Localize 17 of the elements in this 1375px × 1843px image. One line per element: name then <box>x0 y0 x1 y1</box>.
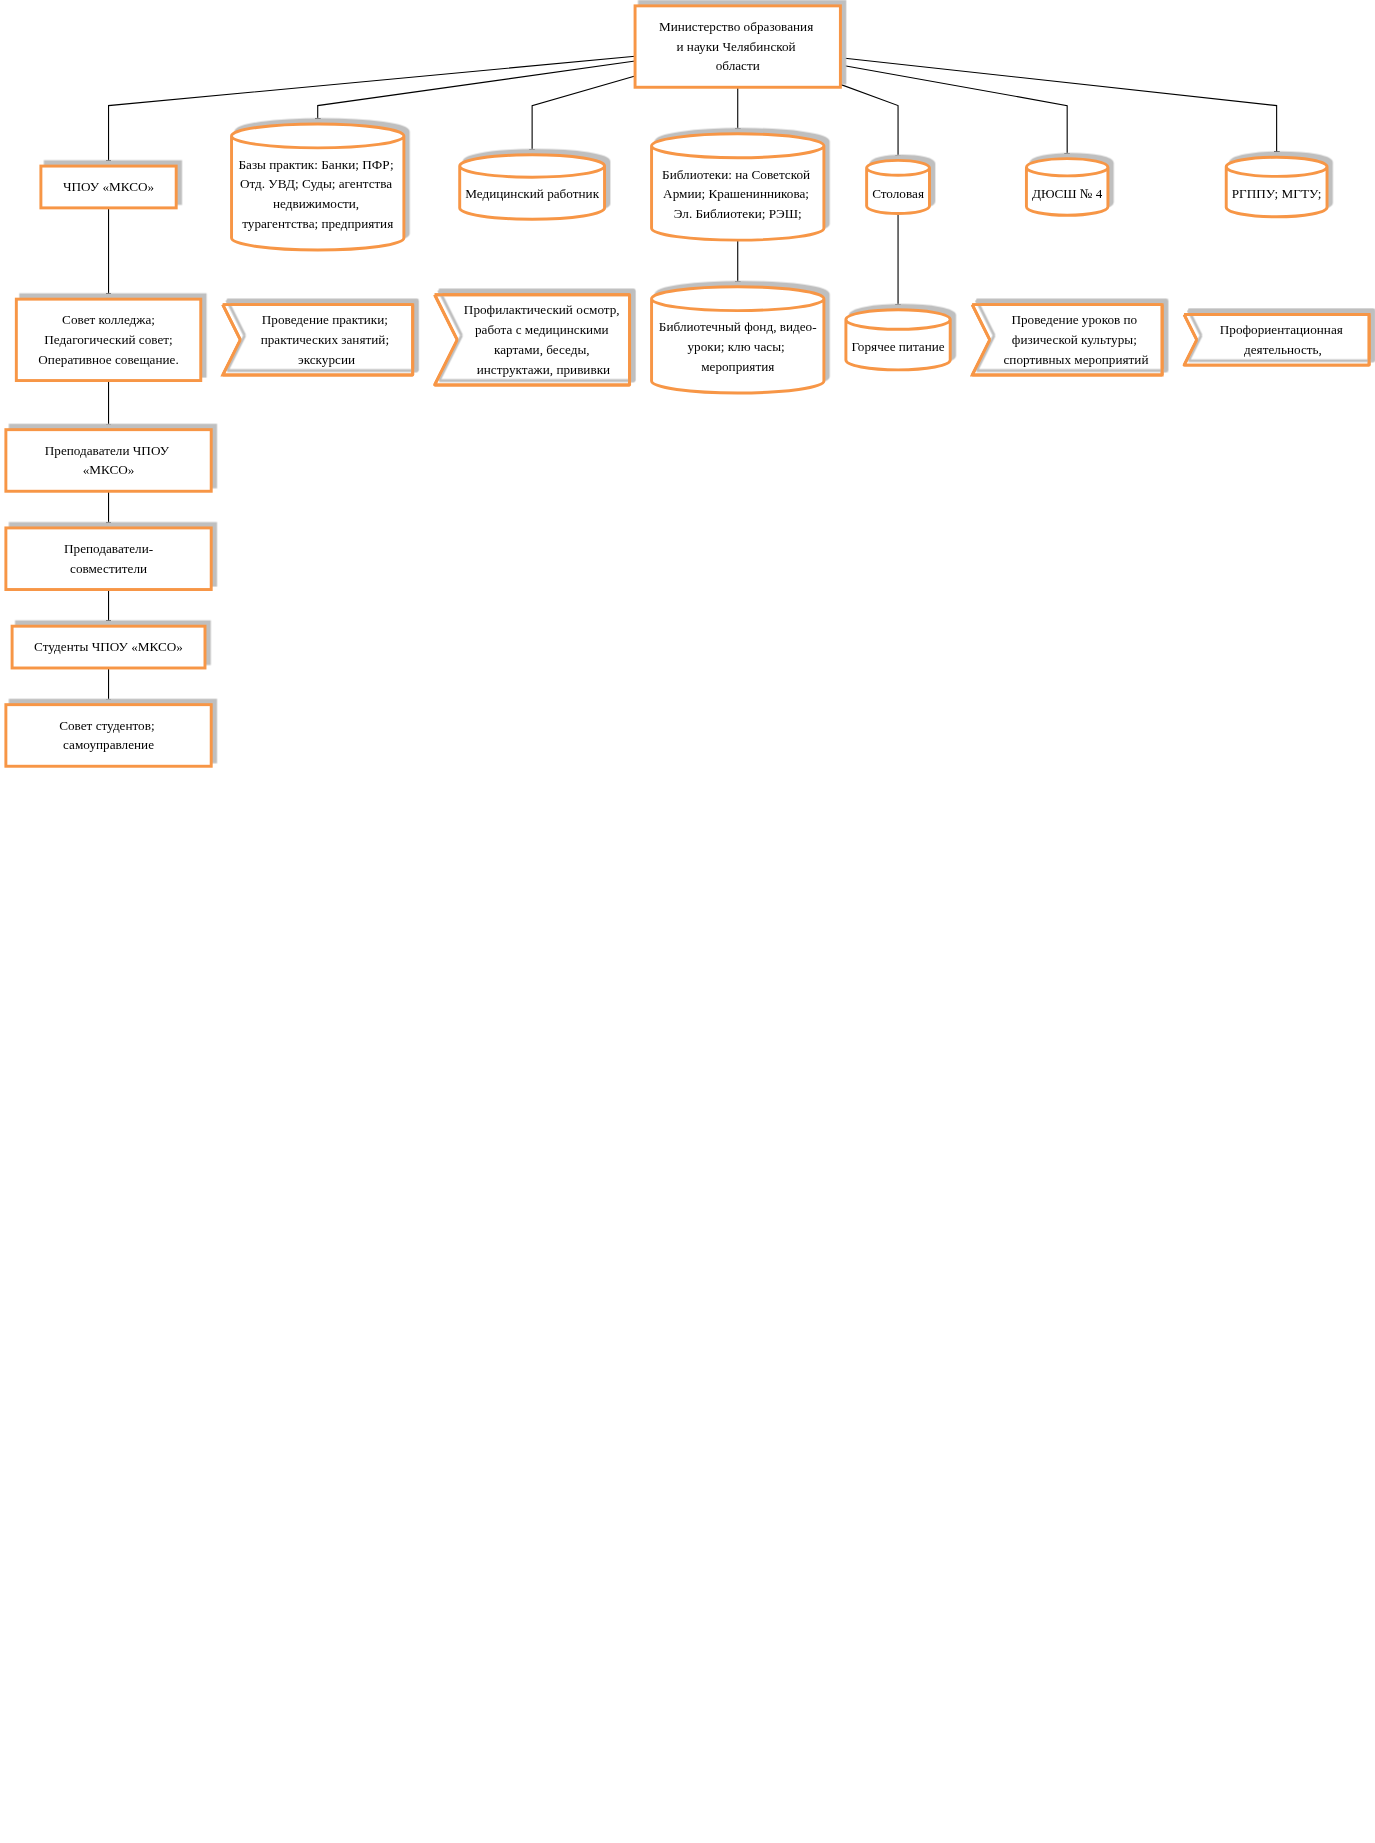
node-box: ЧПОУ «МКСО» <box>39 164 178 210</box>
arrow <box>839 83 902 161</box>
node-box: Преподаватели-совместители <box>4 526 213 591</box>
arrow <box>894 213 902 311</box>
node-box: Министерство образования и науки Челябинской области <box>633 4 842 89</box>
node-box: Студенты ЧПОУ «МКСО» <box>10 624 207 670</box>
node-box: Совет студентов; самоуправление <box>4 703 213 768</box>
arrow <box>105 667 112 705</box>
arrow <box>839 64 1071 159</box>
arrow <box>105 380 112 430</box>
arrow <box>105 55 636 167</box>
arrow <box>734 239 741 287</box>
arrow <box>528 75 636 156</box>
node-box: Преподаватели ЧПОУ «МКСО» <box>4 428 213 493</box>
arrow <box>314 60 636 125</box>
arrow <box>105 207 112 300</box>
node-box: Совет колледжа; Педагогический совет; Оперативное совещание. <box>14 297 203 382</box>
